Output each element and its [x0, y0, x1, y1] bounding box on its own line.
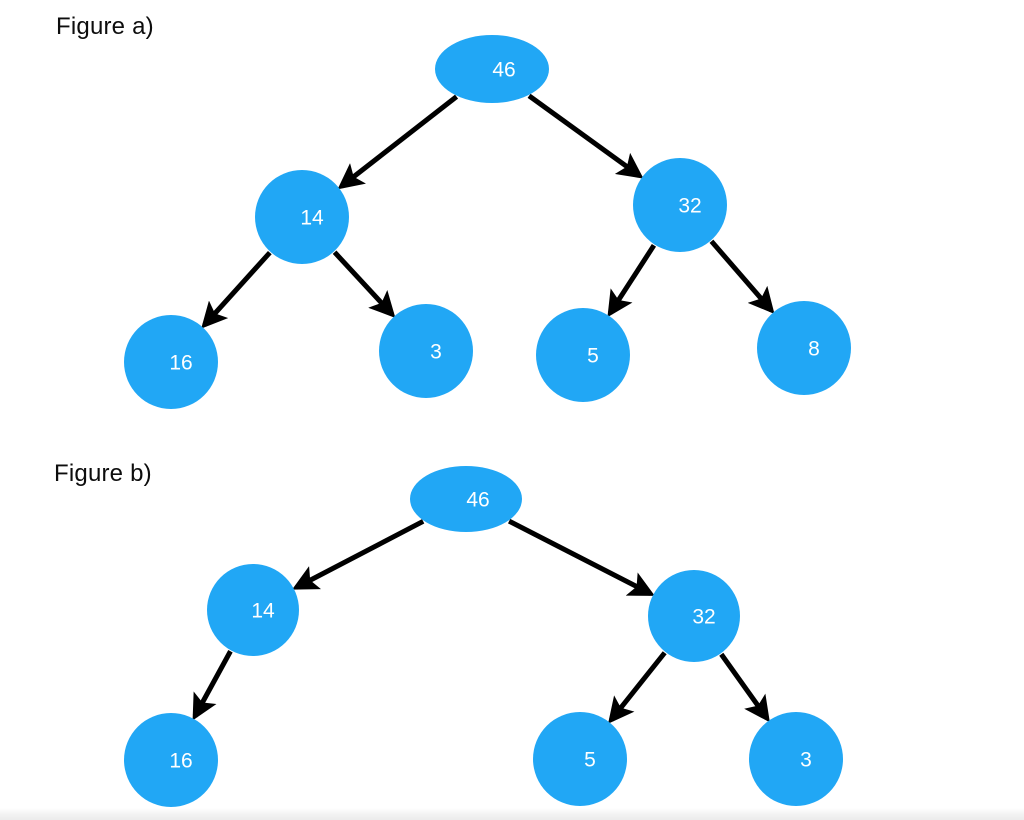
- tree-edge: [719, 652, 770, 723]
- tree-edge: [292, 519, 425, 590]
- tree-edge: [337, 94, 459, 190]
- tree-node-3[interactable]: [749, 712, 843, 806]
- page-bottom-edge: [0, 808, 1024, 820]
- tree-edge: [527, 93, 644, 179]
- tree-edge: [332, 250, 396, 318]
- tree-edge: [709, 239, 775, 314]
- tree-node-46[interactable]: [435, 35, 549, 103]
- tree-node-16[interactable]: [124, 315, 218, 409]
- tree-node-32[interactable]: [633, 158, 727, 252]
- tree-node-5[interactable]: [533, 712, 627, 806]
- tree-edge: [192, 650, 233, 721]
- tree-node-14[interactable]: [255, 170, 349, 264]
- tree-edge: [507, 518, 655, 596]
- tree-node-5[interactable]: [536, 308, 630, 402]
- tree-node-8[interactable]: [757, 301, 851, 395]
- tree-node-16[interactable]: [124, 713, 218, 807]
- tree-edge: [608, 651, 667, 724]
- tree-edge: [201, 250, 272, 329]
- tree-node-14[interactable]: [207, 564, 299, 656]
- tree-node-3[interactable]: [379, 304, 473, 398]
- tree-node-46[interactable]: [410, 466, 522, 532]
- tree-node-32[interactable]: [648, 570, 740, 662]
- figure-b-caption: Figure b): [54, 460, 152, 487]
- tree-edge: [607, 243, 657, 318]
- figure-a-caption: Figure a): [56, 13, 154, 40]
